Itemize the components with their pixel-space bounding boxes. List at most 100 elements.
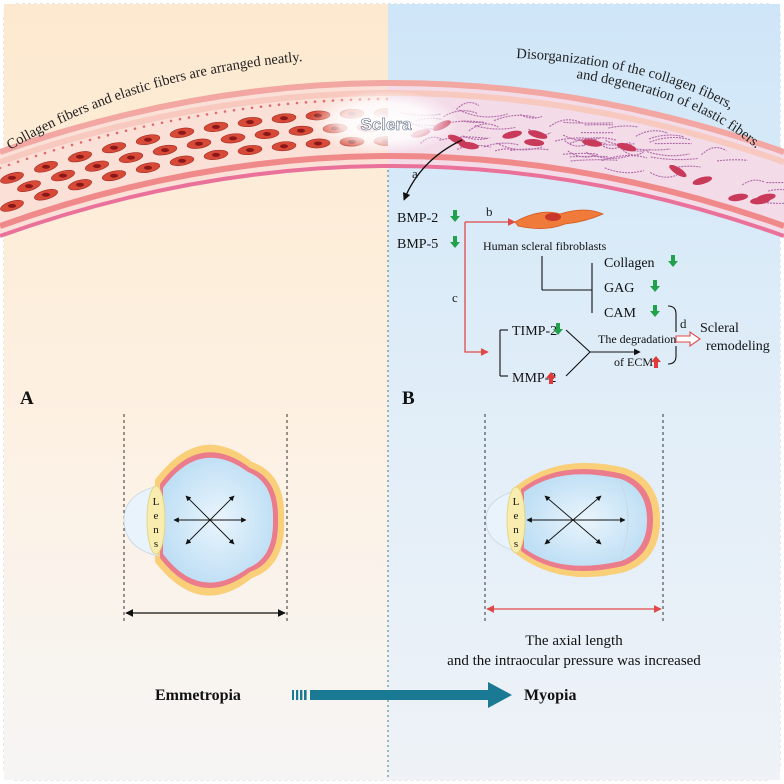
collagen-fiber: [459, 109, 508, 118]
axial-caption-line2: and the intraocular pressure was increas…: [447, 653, 701, 669]
collagen-fiber: [604, 167, 644, 174]
fiber-dot: [70, 143, 74, 147]
cell-nucleus: [280, 144, 288, 149]
fiber-dot: [169, 119, 173, 123]
collagen-fiber: [717, 159, 748, 162]
fiber-dot: [160, 121, 164, 125]
cell-nucleus: [178, 130, 186, 135]
collagen-cells-left: [0, 97, 388, 212]
collagen-fiber: [649, 136, 691, 143]
label-c: c: [452, 290, 458, 305]
disorganized-fibers-right: [399, 102, 784, 205]
label-b: b: [486, 204, 493, 219]
down-arrow-shape: [553, 323, 563, 335]
fibroblast-cell: [616, 142, 637, 152]
fibroblast-cell: [755, 193, 776, 202]
fiber-dot: [250, 106, 254, 110]
fiber-dot: [61, 146, 65, 149]
fiber-dot: [124, 129, 128, 133]
fibroblast-cell: [459, 141, 479, 150]
label-a: a: [412, 166, 418, 181]
pressure-ray: [209, 519, 235, 545]
ecm-up-arrow-icon: [651, 356, 661, 368]
pressure-ray: [544, 519, 574, 545]
gag-down-arrow-icon: [650, 280, 660, 292]
transition-dash: [296, 690, 299, 700]
axial-caption-line1: The axial length: [525, 633, 623, 649]
cell-nucleus: [263, 132, 271, 137]
collagen-label: Collagen: [604, 256, 655, 271]
collagen-fiber: [564, 140, 588, 147]
down-arrow-shape: [650, 305, 660, 317]
collagen-fiber: [562, 134, 600, 142]
cell-nucleus: [314, 141, 322, 146]
cell-nucleus: [178, 158, 186, 163]
fiber-dot: [151, 123, 155, 126]
collagen-fiber: [474, 125, 516, 130]
panel-a-label: A: [20, 388, 34, 409]
cell-nucleus: [42, 192, 50, 197]
mmp2-label: MMP-2: [512, 371, 556, 386]
sclera-label: Sclera: [360, 115, 412, 134]
gag-label: GAG: [604, 281, 634, 296]
cell-nucleus: [212, 152, 220, 157]
cell-nucleus: [144, 137, 152, 142]
myopia-label: Myopia: [524, 687, 576, 704]
sclera-right: [388, 80, 784, 238]
cell-nucleus: [110, 173, 118, 178]
fiber-dot: [196, 114, 200, 118]
cell-nucleus: [280, 116, 288, 121]
fibroblast-cell: [502, 130, 522, 139]
cell-nucleus: [246, 120, 254, 125]
collagen-fiber: [672, 165, 701, 169]
fiber-dot: [16, 160, 20, 164]
up-arrow-shape: [651, 356, 661, 368]
fiber-dot: [115, 131, 119, 135]
fiber-dot: [286, 102, 290, 106]
pathway-diagram: a BMP-2 BMP-5 b Human scleral fibroblast…: [397, 139, 770, 386]
cell-nucleus: [212, 124, 220, 129]
bmp5-label: BMP-5: [397, 237, 438, 252]
fiber-dot: [178, 117, 182, 121]
collagen-fiber: [608, 125, 639, 129]
collagen-fiber: [549, 119, 582, 127]
emmetropia-to-myopia-arrow-icon: [292, 682, 512, 708]
cell-nucleus: [59, 173, 67, 178]
fiber-dot: [304, 101, 308, 104]
pressure-ray: [572, 519, 602, 545]
fibroblast-label: Human scleral fibroblasts: [483, 239, 607, 253]
collagen-fiber: [701, 147, 727, 156]
transition-dash: [292, 690, 294, 700]
collagen-fiber: [597, 142, 622, 150]
pressure-ray: [544, 495, 574, 521]
timp2-label: TIMP-2: [512, 324, 557, 339]
bmp2-label: BMP-2: [397, 211, 438, 226]
bracket-ecm: [667, 346, 677, 365]
collagen-fiber: [635, 130, 669, 137]
fiber-dot: [0, 166, 2, 170]
cam-down-arrow-icon: [650, 305, 660, 317]
cell-nucleus: [161, 148, 169, 153]
down-arrow-shape: [450, 210, 460, 222]
collagen-fiber: [483, 142, 519, 148]
eye-b-pressure-arrows: [526, 495, 626, 545]
fiber-dot: [52, 148, 56, 152]
collagen-fiber: [493, 114, 537, 122]
up-arrow-shape: [546, 372, 556, 384]
collagen-fiber: [463, 120, 485, 124]
transition-dash: [304, 690, 307, 700]
cell-nucleus: [229, 136, 237, 141]
collagen-fiber: [563, 121, 613, 124]
down-arrow-shape: [450, 236, 460, 248]
cell-nucleus: [42, 164, 50, 169]
cam-label: CAM: [604, 306, 636, 321]
collagen-fiber: [510, 148, 549, 151]
lens-letter: s: [154, 538, 158, 550]
cell-nucleus: [144, 165, 152, 170]
cell-nucleus: [8, 175, 16, 180]
